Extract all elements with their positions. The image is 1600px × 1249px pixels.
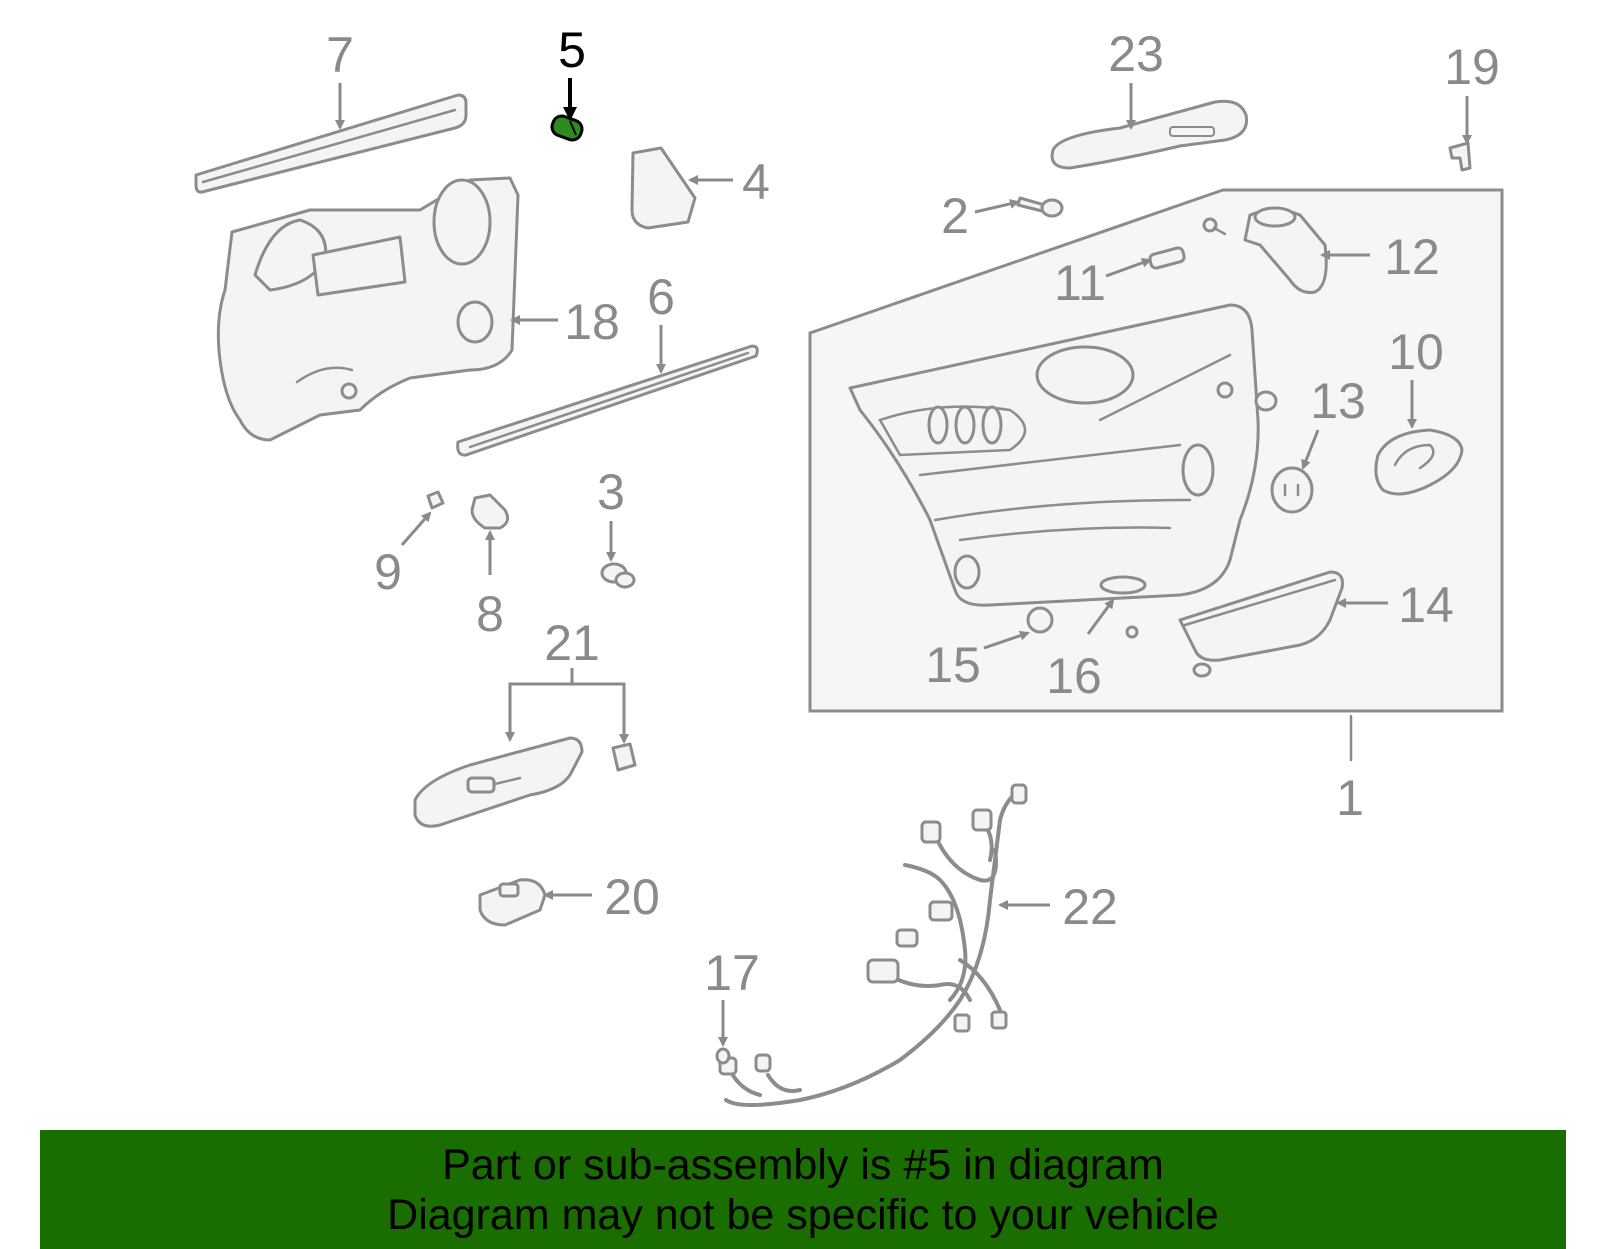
callout-11[interactable]: 11: [1054, 255, 1106, 311]
part-16-ring: [1099, 575, 1147, 595]
part-23-handle: [1050, 99, 1249, 170]
part-7-molding: [194, 93, 468, 194]
part-10-bezel: [1374, 428, 1464, 496]
part-bolt-near-13: [1254, 390, 1278, 412]
callout-12[interactable]: 12: [1384, 229, 1440, 285]
callout-13[interactable]: 13: [1310, 373, 1366, 429]
callout-15[interactable]: 15: [925, 637, 981, 693]
callout-21[interactable]: 21: [544, 615, 600, 671]
info-banner: Part or sub-assembly is #5 in diagram Di…: [40, 1130, 1566, 1249]
door-trim-panel: [848, 303, 1260, 607]
part-8-bracket: [470, 493, 510, 530]
callout-8[interactable]: 8: [476, 586, 504, 642]
callout-14[interactable]: 14: [1398, 577, 1454, 633]
banner-disclaimer-line: Diagram may not be specific to your vehi…: [387, 1190, 1219, 1239]
callout-4[interactable]: 4: [742, 154, 770, 210]
part-2-screw: [1016, 196, 1064, 218]
callout-20[interactable]: 20: [604, 869, 660, 925]
part-21-switch-bezel: [413, 736, 637, 828]
callout-3[interactable]: 3: [597, 464, 625, 520]
part-15-cap: [1026, 606, 1054, 634]
callout-arrows: [335, 78, 1472, 1047]
callout-5[interactable]: 5: [558, 22, 586, 78]
callout-2[interactable]: 2: [941, 188, 969, 244]
part-17-plug: [715, 1047, 731, 1065]
callout-10[interactable]: 10: [1388, 324, 1444, 380]
callout-9[interactable]: 9: [374, 544, 402, 600]
part-20-switch: [478, 878, 547, 927]
callout-19[interactable]: 19: [1444, 39, 1500, 95]
callout-22[interactable]: 22: [1062, 879, 1118, 935]
part-14-armrest: [1178, 570, 1344, 678]
part-3-fastener: [600, 562, 636, 589]
callout-7[interactable]: 7: [326, 27, 354, 83]
screw-near-11: [1202, 217, 1227, 236]
part-12-handle-cup: [1243, 206, 1328, 294]
part-5-clip: [550, 114, 584, 142]
part-4-bracket: [630, 146, 697, 230]
callout-17[interactable]: 17: [704, 945, 760, 1001]
part-19-bracket: [1448, 141, 1472, 172]
part-6-molding: [456, 344, 759, 457]
banner-part-line: Part or sub-assembly is #5 in diagram: [442, 1140, 1164, 1189]
part-22-wiring-harness: [718, 783, 1028, 1107]
callout-23[interactable]: 23: [1108, 26, 1164, 82]
callout-6[interactable]: 6: [647, 269, 675, 325]
part-18-inner-panel: [216, 176, 520, 442]
screw-near-16: [1125, 625, 1139, 639]
callout-1[interactable]: 1: [1336, 770, 1364, 826]
callout-16[interactable]: 16: [1046, 648, 1102, 704]
callout-18[interactable]: 18: [564, 294, 620, 350]
callout-labels: 7 5 4 18 6 9 8 3 23 19 2 11 12 13 10 14 …: [326, 22, 1500, 1001]
part-13-grille: [1270, 466, 1314, 514]
part-9-clip: [426, 490, 445, 510]
